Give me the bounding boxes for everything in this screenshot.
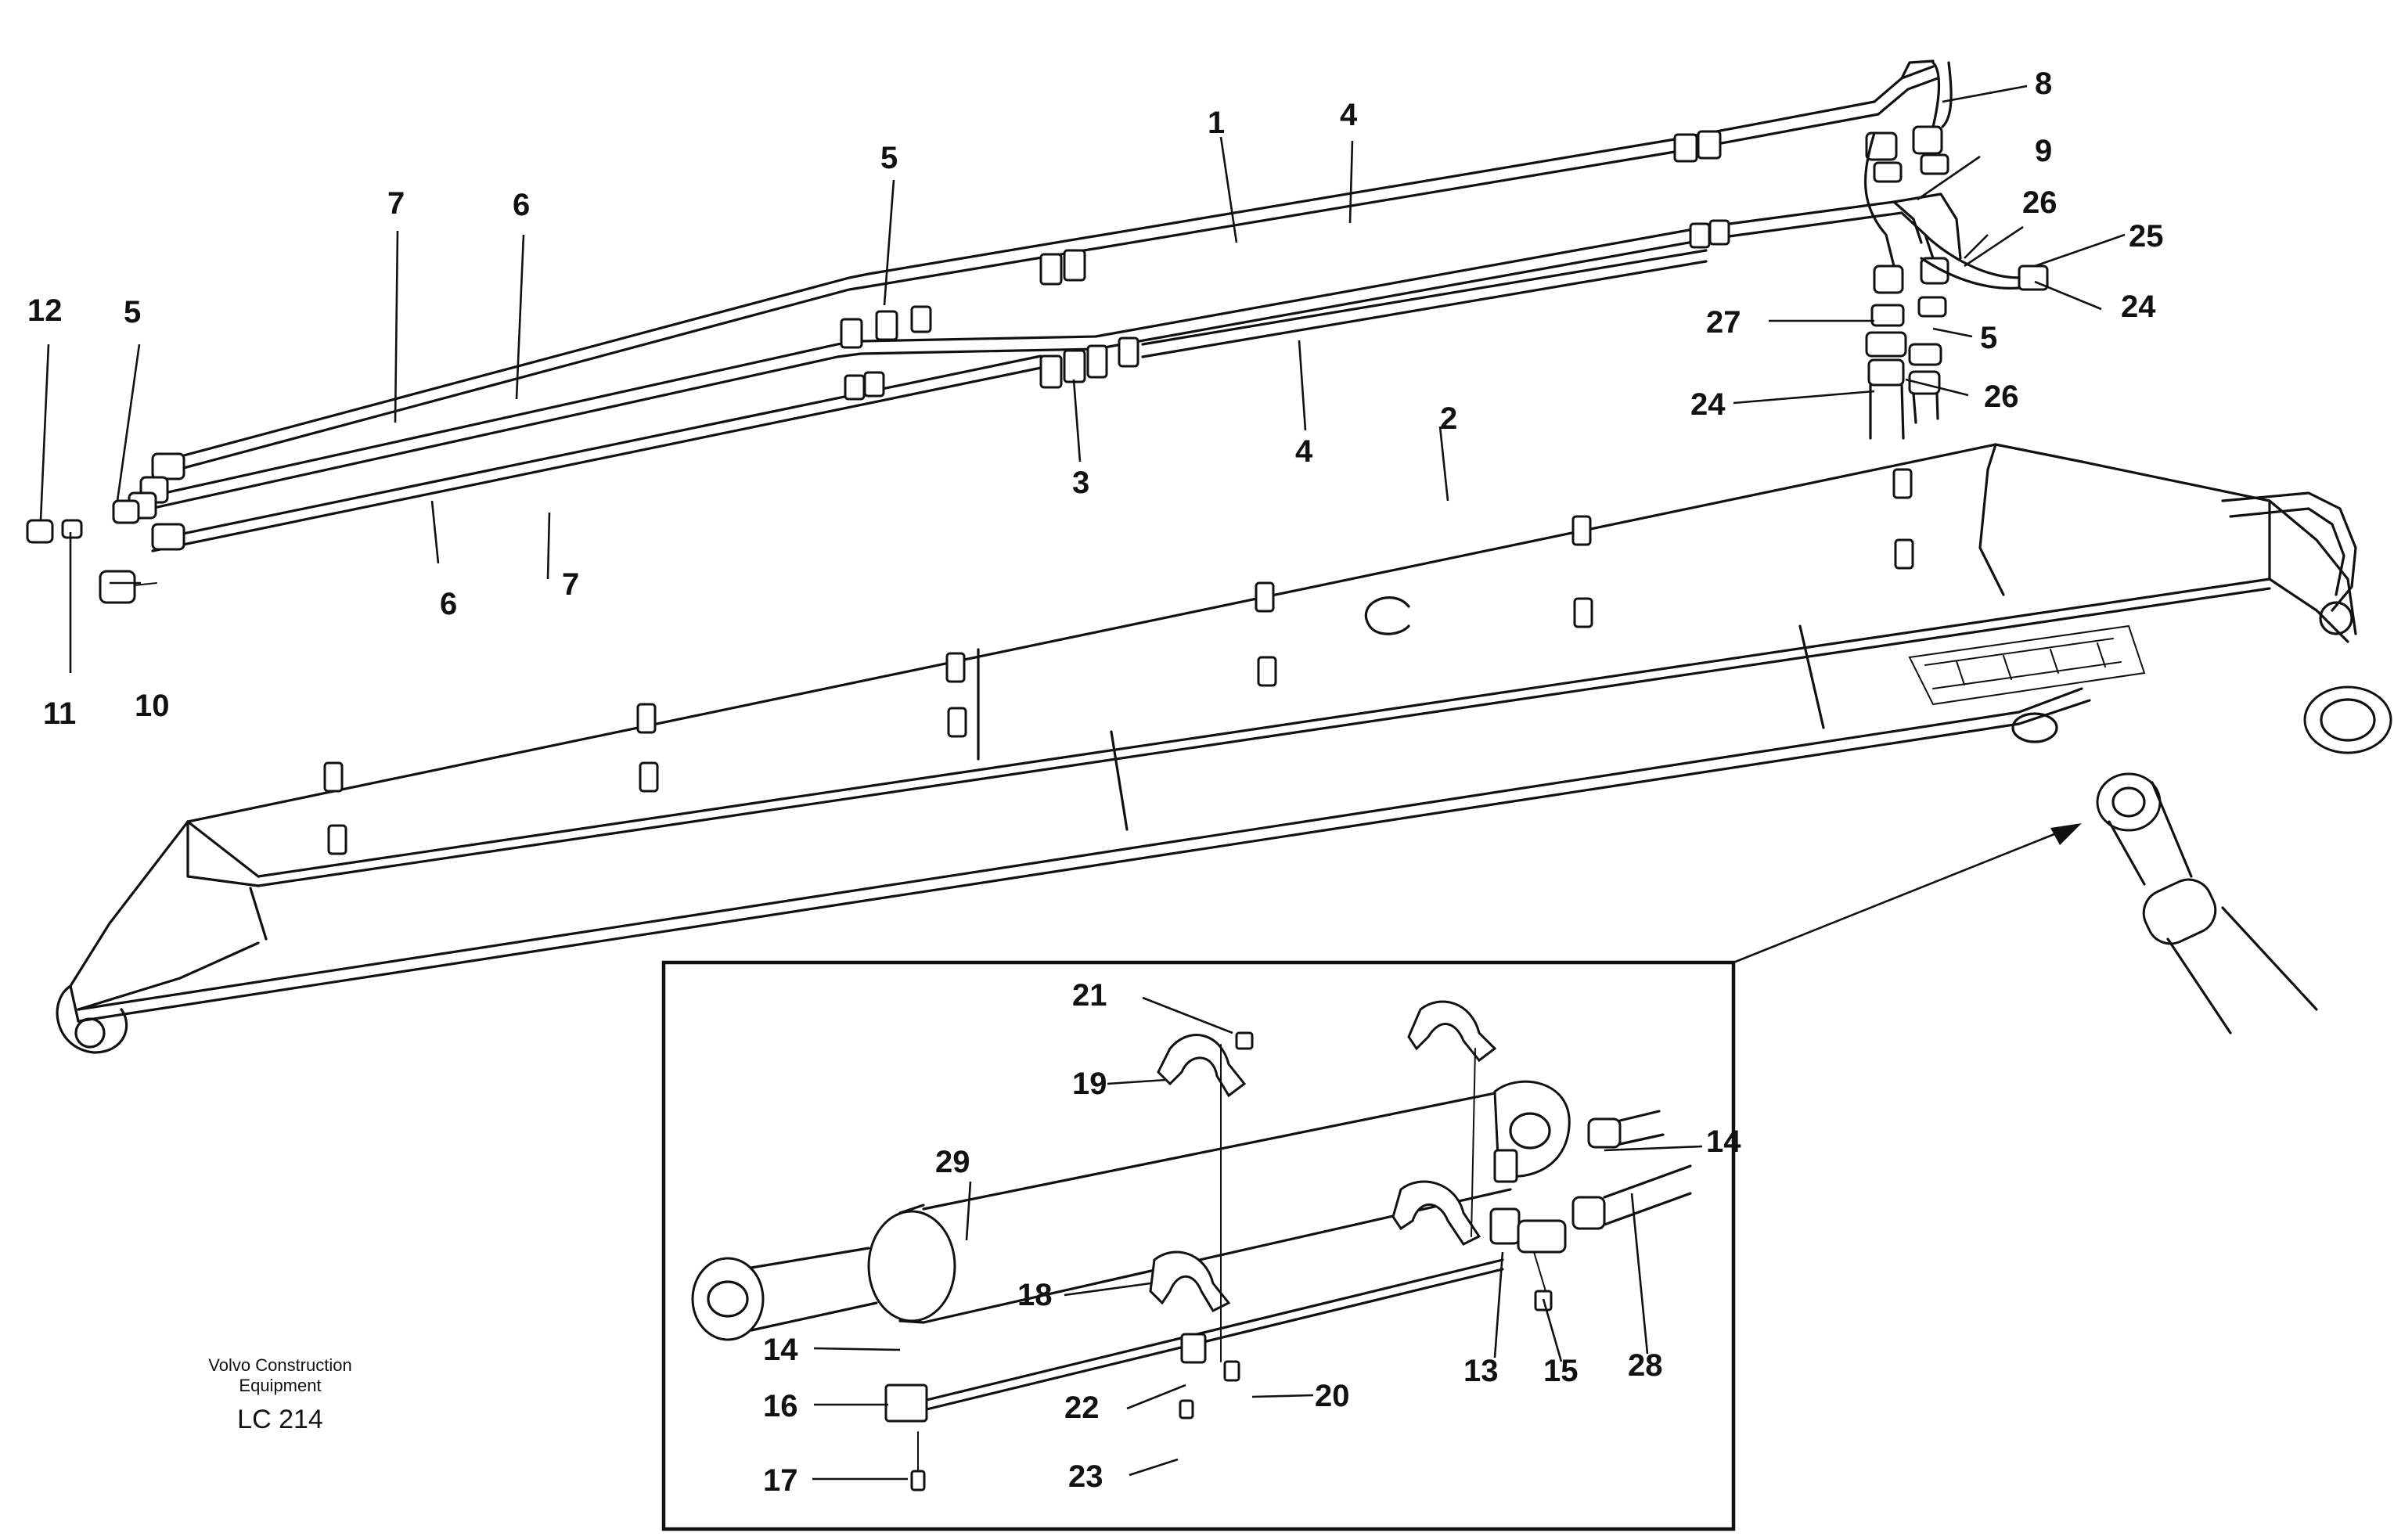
callout-7-upper: 7 (387, 186, 405, 221)
callout-25: 25 (2129, 219, 2164, 254)
callout-27: 27 (1706, 305, 1741, 340)
cylinder-detail-inset (661, 960, 1736, 1531)
callout-20: 20 (1315, 1379, 1350, 1413)
callout-24-right: 24 (2121, 290, 2156, 324)
callout-2: 2 (1440, 401, 1457, 436)
caption-line-2: Equipment (239, 1376, 321, 1395)
callout-5-right: 5 (1980, 321, 1997, 355)
callout-14-left: 14 (763, 1333, 798, 1367)
callout-numbers: 1 4 5 7 6 12 5 8 9 26 25 24 27 5 24 26 2… (27, 67, 2164, 1498)
callout-14-right: 14 (1706, 1124, 1741, 1159)
callout-11: 11 (43, 696, 76, 731)
callout-12: 12 (27, 293, 63, 328)
callout-7-lower: 7 (562, 567, 579, 602)
callout-6-lower: 6 (440, 587, 457, 621)
callout-19: 19 (1072, 1067, 1107, 1101)
caption-line-1: Volvo Construction (208, 1355, 351, 1375)
callout-15: 15 (1543, 1354, 1579, 1388)
callout-9: 9 (2035, 134, 2052, 168)
callout-17: 17 (763, 1463, 798, 1498)
boom-structure (56, 443, 2392, 1054)
callout-18: 18 (1017, 1278, 1053, 1312)
manufacturer-caption: Volvo Construction Equipment LC 214 (208, 1355, 351, 1434)
callout-16: 16 (763, 1389, 798, 1423)
callout-5-left: 5 (124, 295, 141, 329)
callout-26-lower: 26 (1984, 380, 2019, 414)
callout-24-left: 24 (1690, 387, 1726, 422)
callout-23: 23 (1068, 1459, 1103, 1494)
callout-6-upper: 6 (513, 188, 530, 222)
upper-pipe-assembly (26, 59, 2049, 604)
callout-21: 21 (1072, 978, 1107, 1013)
callout-10: 10 (135, 689, 170, 723)
detail-arrow (1733, 823, 2082, 964)
caption-code: LC 214 (237, 1405, 323, 1434)
callout-29: 29 (935, 1145, 970, 1179)
leader-lines (39, 85, 2126, 1481)
callout-22: 22 (1064, 1391, 1100, 1425)
callout-28: 28 (1628, 1348, 1663, 1383)
callout-5-upper: 5 (880, 141, 898, 175)
boom-cylinder-partial (2096, 772, 2318, 1034)
callout-26-upper: 26 (2022, 185, 2057, 220)
callout-3: 3 (1072, 466, 1089, 500)
callout-1: 1 (1208, 106, 1225, 140)
callout-4-lower: 4 (1295, 434, 1313, 469)
callout-13: 13 (1463, 1354, 1499, 1388)
callout-4-upper: 4 (1340, 98, 1358, 132)
callout-8: 8 (2035, 67, 2052, 101)
